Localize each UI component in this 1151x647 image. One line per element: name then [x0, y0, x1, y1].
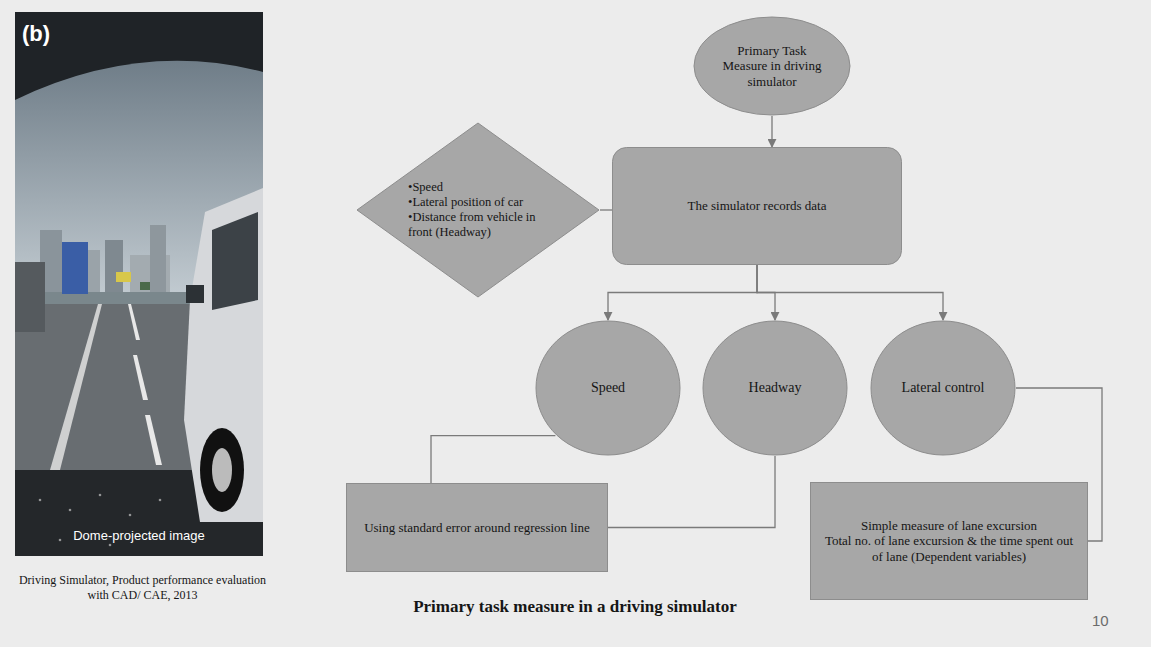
measure-circle: Headway	[702, 320, 848, 456]
ellipse-shape	[694, 17, 850, 115]
connector-line	[757, 265, 943, 320]
node-text: The simulator records data	[623, 198, 891, 214]
node-text: Primary Task Measure in driving simulato…	[714, 43, 830, 90]
node-text: •Speed•Lateral position of car•Distance …	[408, 180, 548, 240]
figure-source: Driving Simulator, Product performance e…	[15, 573, 270, 603]
node-label: •Lateral position of car	[408, 195, 548, 210]
node-label: Speed	[553, 380, 663, 397]
connector-line	[608, 265, 757, 320]
node-text: Using standard error around regression l…	[357, 520, 597, 536]
start-ellipse: Primary Task Measure in driving simulato…	[693, 16, 851, 116]
node-label: Using standard error around regression l…	[357, 520, 597, 536]
node-label: The simulator records data	[623, 198, 891, 214]
measure-circle: Lateral control	[870, 320, 1016, 456]
node-text: Speed	[553, 380, 663, 397]
connector-line	[600, 209, 612, 210]
slide-caption: Primary task measure in a driving simula…	[290, 597, 860, 617]
node-label: Lateral control	[888, 380, 998, 397]
measure-circle: Speed	[535, 320, 681, 456]
node-label: •Distance from vehicle in front (Headway…	[408, 210, 548, 240]
node-label: Simple measure of lane excursion	[821, 518, 1077, 534]
connector-line	[608, 456, 775, 528]
node-text: Simple measure of lane excursionTotal no…	[821, 518, 1077, 565]
node-label: Headway	[720, 380, 830, 397]
rect-shape	[811, 483, 1088, 600]
node-label: •Speed	[408, 180, 548, 195]
rect-shape	[347, 484, 608, 572]
data-diamond: •Speed•Lateral position of car•Distance …	[356, 122, 600, 298]
result-box: Simple measure of lane excursionTotal no…	[810, 482, 1088, 600]
result-box: Using standard error around regression l…	[346, 483, 608, 572]
page-number: 10	[1092, 612, 1132, 631]
node-label: Total no. of lane excursion & the time s…	[821, 533, 1077, 564]
ellipse-shape	[871, 321, 1015, 455]
rect-shape	[613, 148, 902, 265]
node-text: Headway	[720, 380, 830, 397]
node-text: Lateral control	[888, 380, 998, 397]
process-box: The simulator records data	[612, 147, 902, 265]
connector-line	[771, 116, 772, 147]
node-label: Primary Task Measure in driving simulato…	[714, 43, 830, 90]
diamond-shape	[357, 123, 599, 297]
panel-letter: (b)	[22, 20, 82, 48]
ellipse-shape	[703, 321, 847, 455]
connector-line	[431, 436, 555, 483]
ellipse-shape	[536, 321, 680, 455]
image-overlay-text: Dome-projected image	[18, 528, 260, 544]
